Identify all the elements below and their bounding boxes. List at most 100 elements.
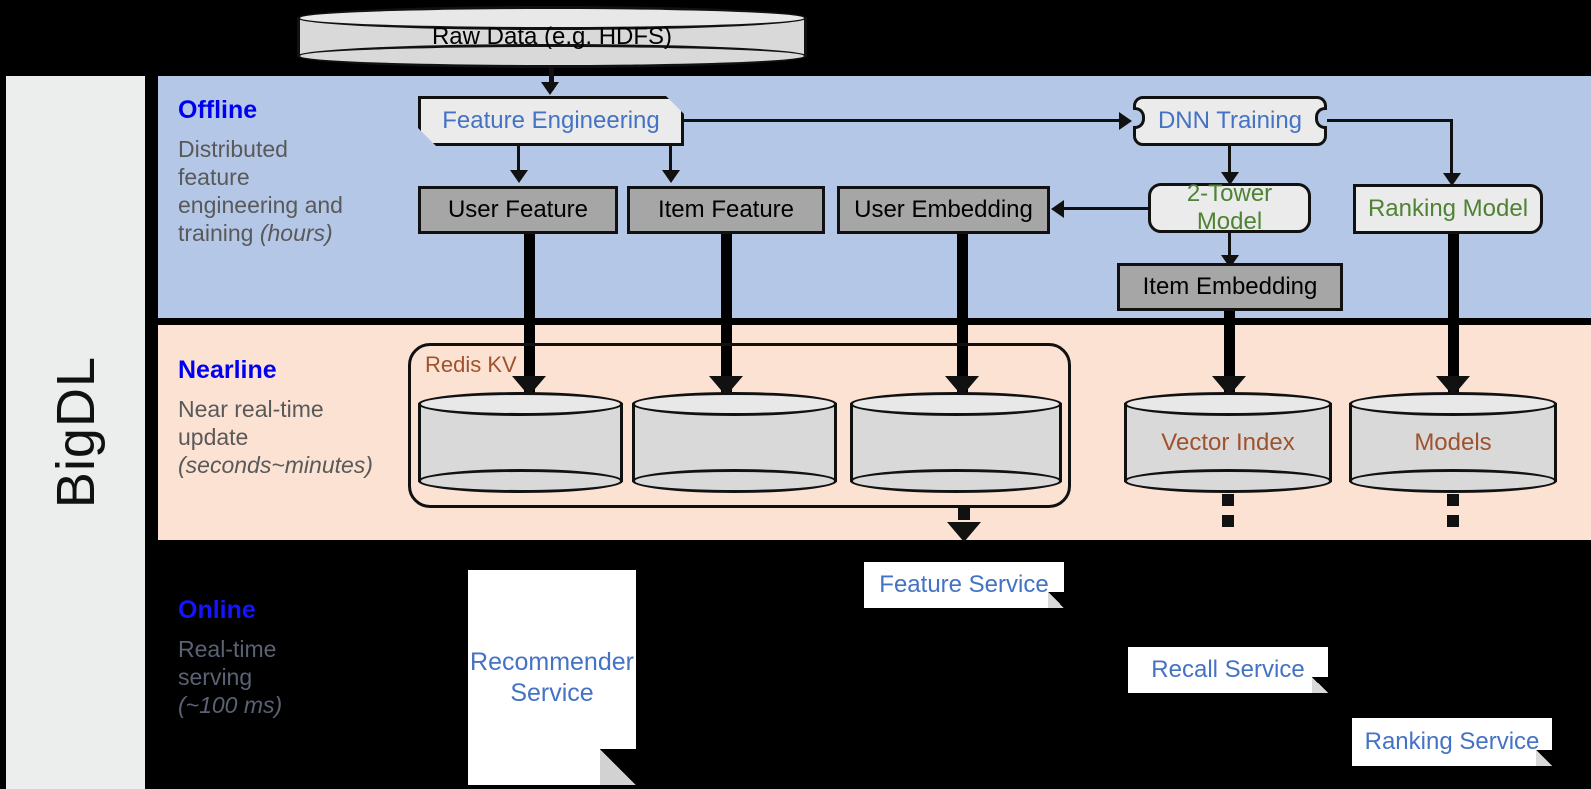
cylinder-bottom bbox=[1124, 469, 1332, 493]
pipe-itemembedding-vectorindex bbox=[1224, 311, 1235, 394]
cylinder-top bbox=[632, 392, 837, 416]
connector-twotower-userembedding bbox=[1064, 207, 1150, 210]
store-user-feature-label bbox=[418, 392, 623, 493]
arrowhead-store-featureservice bbox=[947, 522, 981, 542]
caption-nearline-subtitle: Near real-time update (seconds~minutes) bbox=[178, 395, 393, 479]
dash-rankingservice-2 bbox=[1447, 515, 1459, 527]
arrowhead-dnn-ranking bbox=[1443, 173, 1461, 186]
caption-online-subtitle: Real-time serving (~100 ms) bbox=[178, 635, 393, 719]
node-recommender-service[interactable]: Recommender Service bbox=[468, 570, 636, 785]
connector-dnn-ranking-h bbox=[1327, 119, 1453, 122]
page-fold-icon bbox=[600, 749, 636, 785]
nearline-sub-italic: (seconds~minutes) bbox=[178, 452, 373, 479]
item-embedding-label: Item Embedding bbox=[1142, 273, 1318, 301]
cylinder-bottom bbox=[632, 469, 837, 493]
store-item-feature-label bbox=[632, 392, 837, 493]
arrowhead-rawdata-fe bbox=[541, 82, 559, 95]
raw-data-label: Raw Data (e.g. HDFS) bbox=[431, 23, 673, 50]
connector-dnn-ranking-v bbox=[1450, 119, 1453, 179]
caption-online: Online Real-time serving (~100 ms) bbox=[178, 596, 393, 719]
connector-dnn-twotower bbox=[1228, 146, 1231, 178]
vector-index-label: Vector Index bbox=[1161, 428, 1295, 456]
arrowhead-dnn-twotower bbox=[1221, 172, 1239, 185]
page-fold-icon bbox=[1048, 592, 1064, 608]
feature-service-label: Feature Service bbox=[879, 571, 1049, 599]
caption-offline: Offline Distributed feature engineering … bbox=[178, 96, 393, 247]
store-user-feature-cylinder[interactable] bbox=[418, 392, 623, 493]
online-sub-l2: serving bbox=[178, 664, 253, 691]
node-dnn-training[interactable]: DNN Training bbox=[1133, 96, 1327, 146]
vector-index-cylinder[interactable]: Vector Index bbox=[1124, 392, 1332, 493]
offline-sub-l4: training bbox=[178, 220, 260, 247]
caption-nearline-title: Nearline bbox=[178, 356, 277, 384]
node-feature-engineering[interactable]: Feature Engineering bbox=[418, 96, 684, 146]
node-recall-service[interactable]: Recall Service bbox=[1128, 647, 1328, 693]
pipe-userembedding-store bbox=[957, 234, 968, 394]
pipe-userfeature-store bbox=[524, 234, 535, 394]
connector-fe-itemfeature bbox=[669, 146, 672, 176]
store-user-embedding-cylinder[interactable] bbox=[850, 392, 1062, 493]
offline-sub-l2: feature bbox=[178, 164, 250, 191]
caption-offline-subtitle: Distributed feature engineering and trai… bbox=[178, 135, 393, 247]
node-item-embedding[interactable]: Item Embedding bbox=[1117, 263, 1343, 311]
connector-fe-dnn bbox=[684, 119, 1122, 122]
caption-online-title: Online bbox=[178, 596, 256, 624]
cylinder-top bbox=[1349, 392, 1557, 416]
node-user-feature[interactable]: User Feature bbox=[418, 186, 618, 234]
nearline-sub-l1: Near real-time bbox=[178, 396, 324, 422]
store-user-embedding-label bbox=[850, 392, 1062, 493]
item-feature-label: Item Feature bbox=[657, 196, 795, 224]
connector-twotower-itemembedding bbox=[1228, 233, 1231, 261]
models-label: Models bbox=[1414, 428, 1492, 456]
dash-recallservice-2 bbox=[1222, 515, 1234, 527]
cylinder-top bbox=[418, 392, 623, 416]
cylinder-top bbox=[850, 392, 1062, 416]
pipe-rankingmodel-models bbox=[1448, 234, 1459, 394]
arrowhead-fe-dnn bbox=[1119, 112, 1132, 130]
two-tower-model-label: 2-Tower Model bbox=[1186, 180, 1273, 235]
bigdl-rail: BigDL bbox=[6, 76, 145, 789]
offline-sub-italic: (hours) bbox=[259, 220, 333, 247]
arrowhead-userfeature-store bbox=[512, 376, 546, 396]
user-embedding-label: User Embedding bbox=[854, 196, 1033, 224]
connector-fe-userfeature bbox=[517, 146, 520, 176]
node-feature-service[interactable]: Feature Service bbox=[864, 562, 1064, 608]
dash-featureservice-1 bbox=[958, 508, 970, 520]
arrowhead-twotower-userembedding bbox=[1051, 200, 1064, 218]
offline-sub-l3: engineering and bbox=[178, 192, 343, 219]
models-cylinder[interactable]: Models bbox=[1349, 392, 1557, 493]
dash-rankingservice-1 bbox=[1447, 494, 1459, 506]
recall-service-label: Recall Service bbox=[1151, 656, 1305, 684]
store-item-feature-cylinder[interactable] bbox=[632, 392, 837, 493]
user-feature-label: User Feature bbox=[447, 196, 589, 224]
offline-sub-l1: Distributed bbox=[178, 136, 288, 162]
cylinder-top bbox=[297, 6, 807, 30]
caption-nearline: Nearline Near real-time update (seconds~… bbox=[178, 356, 393, 479]
caption-offline-title: Offline bbox=[178, 96, 258, 124]
arrowhead-itemembedding-vectorindex bbox=[1212, 376, 1246, 396]
node-user-embedding[interactable]: User Embedding bbox=[837, 186, 1050, 234]
online-sub-italic: (~100 ms) bbox=[178, 692, 283, 719]
pipe-itemfeature-store bbox=[721, 234, 732, 394]
recommender-service-label: Recommender Service bbox=[470, 648, 634, 707]
ranking-service-label: Ranking Service bbox=[1364, 728, 1540, 756]
cylinder-top bbox=[1124, 392, 1332, 416]
bigdl-text: BigDL bbox=[45, 356, 106, 509]
ranking-model-label: Ranking Model bbox=[1367, 195, 1529, 223]
arrowhead-fe-userfeature bbox=[510, 170, 528, 183]
cylinder-bottom bbox=[1349, 469, 1557, 493]
page-fold-icon bbox=[1536, 750, 1552, 766]
node-two-tower-model[interactable]: 2-Tower Model bbox=[1148, 180, 1311, 235]
node-item-feature[interactable]: Item Feature bbox=[627, 186, 825, 234]
arrowhead-itemfeature-store bbox=[709, 376, 743, 396]
raw-data-cylinder[interactable]: Raw Data (e.g. HDFS) bbox=[297, 6, 807, 68]
node-ranking-model[interactable]: Ranking Model bbox=[1353, 184, 1543, 234]
node-ranking-service[interactable]: Ranking Service bbox=[1352, 718, 1552, 766]
redis-kv-container[interactable] bbox=[408, 343, 1071, 508]
arrowhead-rankingmodel-models bbox=[1436, 376, 1470, 396]
feature-engineering-label: Feature Engineering bbox=[442, 107, 660, 135]
online-sub-l1: Real-time bbox=[178, 636, 277, 662]
bigdl-rail-label: BigDL bbox=[6, 76, 145, 789]
page-fold-icon bbox=[1312, 677, 1328, 693]
